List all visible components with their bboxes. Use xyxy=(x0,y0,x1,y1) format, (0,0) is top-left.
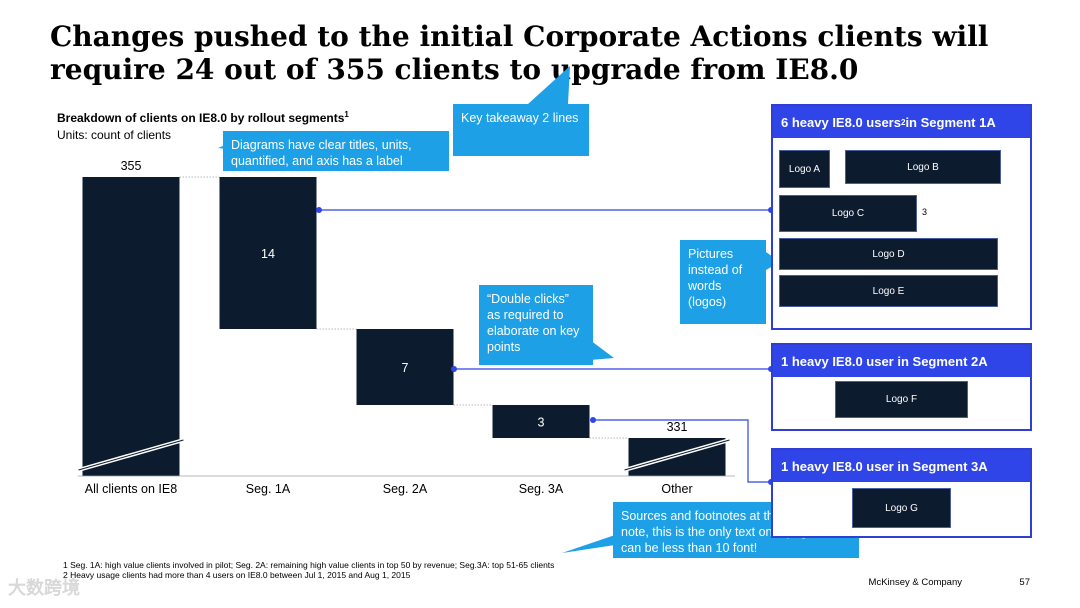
chart-title-text: Breakdown of clients on IE8.0 by rollout… xyxy=(57,111,345,125)
pointer-double-clicks xyxy=(590,340,614,360)
segment-1a-header-text: 6 heavy IE8.0 users xyxy=(781,114,901,130)
category-label-5: Other xyxy=(661,482,692,496)
callout-diagram-titles: Diagrams have clear titles, units, quant… xyxy=(223,131,449,171)
category-label-2: Seg. 1A xyxy=(246,482,291,496)
axis-break-edge-5 xyxy=(624,439,730,471)
logo-c-footnote-marker: 3 xyxy=(922,207,928,217)
link-seg-2a-dot-start xyxy=(451,366,457,372)
segment-1a-header-suffix: in Segment 1A xyxy=(905,114,996,130)
link-seg-3a-dot-start xyxy=(590,417,596,423)
logo-f: Logo F xyxy=(835,381,968,418)
category-label-3: Seg. 2A xyxy=(383,482,428,496)
page-number: 57 xyxy=(1019,577,1030,588)
watermark: 大数跨境 xyxy=(8,578,80,598)
chart-title: Breakdown of clients on IE8.0 by rollout… xyxy=(57,110,349,125)
bar-seg-1a xyxy=(219,177,317,329)
category-label-4: Seg. 3A xyxy=(519,482,564,496)
value-label-3: 7 xyxy=(402,361,409,375)
segment-3a-header: 1 heavy IE8.0 user in Segment 3A xyxy=(773,450,1030,482)
logo-e: Logo E xyxy=(779,275,998,307)
logo-g: Logo G xyxy=(852,488,951,528)
callout-key-takeaway: Key takeaway 2 lines xyxy=(453,104,589,156)
callout-sources: Sources and footnotes at the bottom – no… xyxy=(613,502,859,558)
bar-all-clients-on-ie8 xyxy=(82,177,180,476)
value-label-2: 14 xyxy=(261,247,275,261)
bar-seg-2a xyxy=(356,329,454,405)
logo-b: Logo B xyxy=(845,150,1001,184)
logo-c: Logo C xyxy=(779,195,917,232)
callout-double-clicks: “Double clicks” as required to elaborate… xyxy=(479,285,593,365)
footnote-2: 2 Heavy usage clients had more than 4 us… xyxy=(63,570,411,580)
pointer-key-takeaway xyxy=(528,66,570,104)
value-label-1: 355 xyxy=(121,159,142,173)
chart-title-footnote-marker: 1 xyxy=(344,110,349,119)
bar-seg-3a xyxy=(492,405,590,438)
link-seg-1a-dot-start xyxy=(316,207,322,213)
footnote-1: 1 Seg. 1A: high value clients involved i… xyxy=(63,560,555,570)
logo-d: Logo D xyxy=(779,238,998,270)
chart-units: Units: count of clients xyxy=(57,128,172,142)
page-title: Changes pushed to the initial Corporate … xyxy=(50,20,989,86)
link-seg-3a xyxy=(593,419,771,483)
category-label-1: All clients on IE8 xyxy=(85,482,177,496)
pointer-sources xyxy=(562,535,615,553)
axis-break-edge-1 xyxy=(78,439,184,471)
brand-name: McKinsey & Company xyxy=(868,577,962,588)
segment-1a-header-footnote-marker: 2 xyxy=(900,117,906,127)
logo-a: Logo A xyxy=(779,150,830,188)
segment-2a-header: 1 heavy IE8.0 user in Segment 2A xyxy=(773,345,1030,377)
callout-pictures: Pictures instead of words (logos) xyxy=(680,240,766,324)
value-label-4: 3 xyxy=(538,416,545,430)
value-label-5: 331 xyxy=(667,420,688,434)
